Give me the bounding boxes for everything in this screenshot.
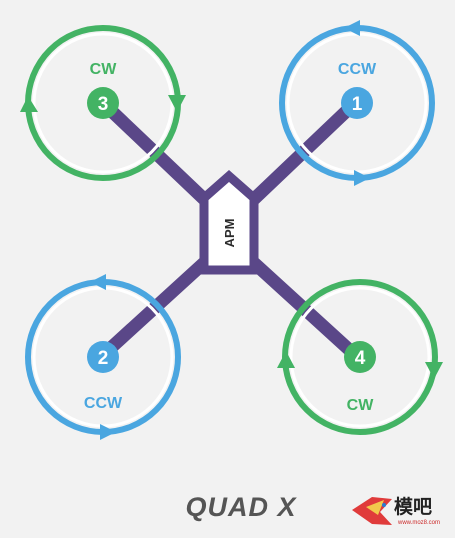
flight-controller: APM [199,170,259,275]
arrow-icon [20,96,38,112]
rotor-ring-inner [289,286,431,428]
motor-number: 3 [98,94,109,115]
rotation-label: CW [90,61,118,78]
arrow-icon [344,20,360,36]
fc-body [199,170,259,275]
motor-4: CW 4 [277,279,443,435]
motor-3: CW 3 [20,25,186,181]
rotation-label: CCW [338,61,377,78]
watermark-logo: 模吧 www.moz8.com [352,495,440,526]
motor-number: 1 [352,94,363,115]
rotation-label: CCW [84,395,123,412]
arrow-icon [90,274,106,290]
arrow-icon [277,351,295,368]
motor-number: 4 [355,348,366,369]
rotation-label: CW [347,397,375,414]
bird-wing-icon [366,500,384,515]
arm-front-right [246,96,362,207]
arrow-icon [354,170,370,186]
motor-badge [87,341,119,373]
watermark-cn: 模吧 [394,495,432,518]
motor-2: CCW 2 [25,274,181,440]
fc-label: APM [222,219,237,248]
motor-badge [344,341,376,373]
arrow-icon [425,362,443,379]
watermark-url: www.moz8.com [397,520,440,526]
bird-eye-icon [382,503,386,507]
motor-1: CCW 1 [279,20,435,186]
motor-badge [87,87,119,119]
frame-title: QUAD X [185,492,297,522]
arrow-icon [168,95,186,112]
motor-number: 2 [98,348,109,369]
rotor-ring-inner [32,32,174,174]
motor-badge [341,87,373,119]
arrow-icon [100,424,116,440]
